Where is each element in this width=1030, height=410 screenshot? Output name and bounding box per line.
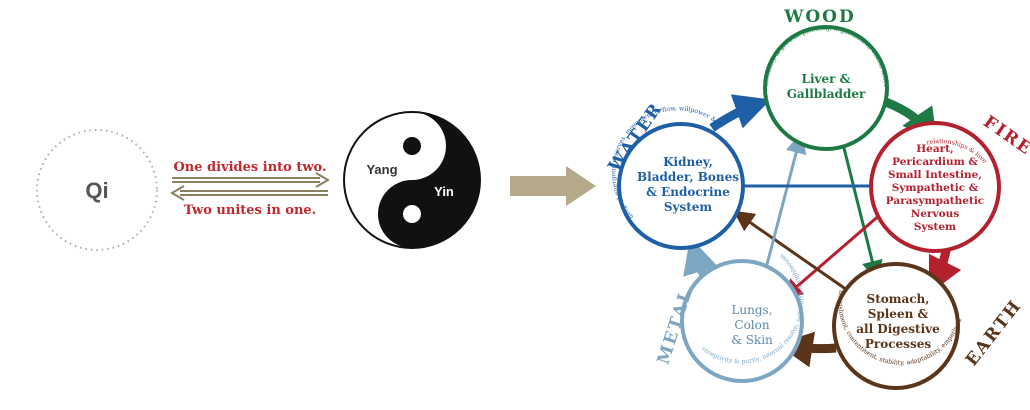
- earth-organ-line-4: Processes: [865, 337, 931, 351]
- water-organ-line-2: Bladder, Bones: [637, 170, 739, 184]
- water-organ-line-4: System: [664, 200, 713, 214]
- earth-circle: [832, 262, 960, 390]
- wood-circle: [763, 25, 889, 151]
- fire-organ-line-7: System: [914, 221, 956, 233]
- metal-organ-line-1: Lungs,: [731, 303, 772, 317]
- wood-organ-line-1: Liver &: [802, 72, 851, 86]
- divide-unite-arrows: One divides into two. Two unites in one.: [170, 160, 330, 218]
- fire-organ-line-1: Heart,: [916, 143, 953, 155]
- wood-ring-text: flexibility & growth, planning, organiza…: [0, 0, 889, 87]
- fire-organ-line-4: Sympathetic &: [892, 182, 979, 194]
- fire-element: relationships & love Heart, Pericardium …: [869, 112, 1030, 253]
- yin-label: Yin: [434, 184, 454, 199]
- metal-circle: [680, 259, 804, 383]
- qi-dotted-circle: [36, 129, 158, 251]
- earth-title: EARTH: [962, 296, 1026, 370]
- unite-arrowhead-icon: [170, 185, 185, 201]
- arrow-metal-to-wood: [762, 132, 807, 277]
- arrow-earth-to-water: [733, 210, 851, 294]
- divide-arrowhead-icon: [315, 172, 330, 188]
- yin-dot: [403, 205, 421, 223]
- fire-organ-line-5: Parasympathetic: [886, 195, 984, 207]
- yin-yang-symbol: Yang Yin: [343, 111, 481, 249]
- earth-organ-line-3: all Digestive: [856, 322, 940, 336]
- wood-organ-line-2: Gallbladder: [787, 87, 866, 101]
- arrow-water-to-wood: [709, 94, 771, 132]
- water-organ-line-1: Kidney,: [663, 155, 713, 169]
- water-circle: [617, 122, 745, 250]
- earth-organ-line-1: Stomach,: [867, 292, 930, 306]
- yang-label: Yang: [366, 162, 397, 177]
- yang-dot: [403, 137, 421, 155]
- fire-circle: [869, 121, 1001, 253]
- wood-title: WOOD: [783, 7, 855, 27]
- fire-organ-line-3: Small Intestine,: [888, 169, 982, 181]
- qi-label: Qi: [85, 178, 108, 203]
- unite-label: Two unites in one.: [184, 203, 316, 218]
- fire-organ-line-6: Nervous: [911, 208, 960, 220]
- divide-label: One divides into two.: [173, 160, 326, 175]
- qi-node: Qi: [36, 129, 158, 251]
- fire-organ-line-2: Pericardium &: [892, 156, 978, 168]
- metal-organ-line-3: & Skin: [731, 333, 773, 347]
- water-organ-line-3: & Endocrine: [646, 185, 730, 199]
- metal-organ-line-2: Colon: [734, 318, 769, 332]
- earth-organ-line-2: Spleen &: [868, 307, 929, 321]
- arrow-wood-to-earth: [842, 147, 883, 282]
- transition-arrow-icon: [510, 166, 596, 206]
